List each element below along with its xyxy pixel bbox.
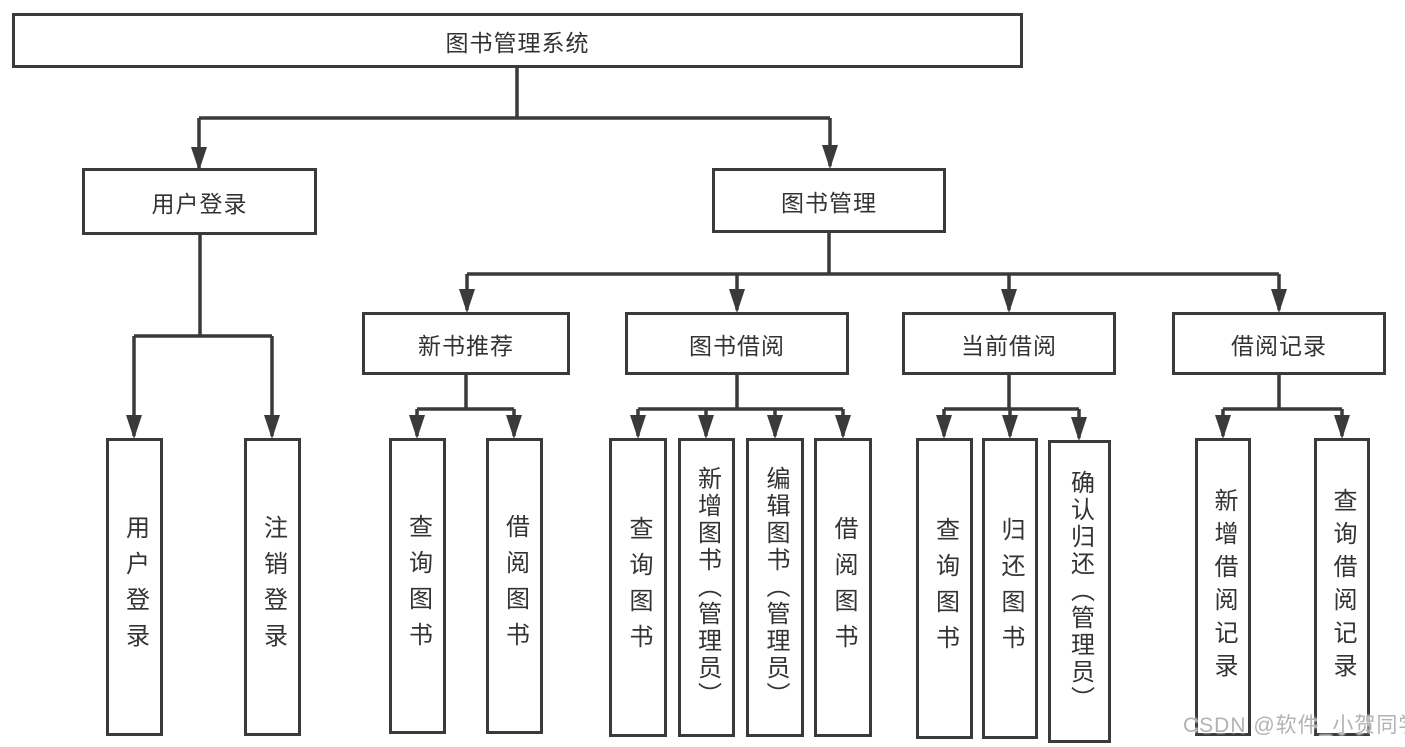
leaf-br-query-record-label: 查询借阅记录 bbox=[1329, 488, 1356, 686]
leaf-cb-return-books: 归还图书 bbox=[982, 438, 1038, 739]
node-current-borrowing: 当前借阅 bbox=[902, 312, 1116, 375]
leaf-br-query-record: 查询借阅记录 bbox=[1314, 438, 1370, 736]
node-user-login-label: 用户登录 bbox=[151, 190, 248, 217]
leaf-bb-add-books-label: 新增图书（管理员） bbox=[693, 466, 721, 709]
node-book-management: 图书管理 bbox=[712, 168, 946, 233]
leaf-bb-edit-books: 编辑图书（管理员） bbox=[746, 438, 804, 737]
leaf-cb-return-books-label: 归还图书 bbox=[997, 516, 1024, 661]
leaf-cb-confirm-return-label: 确认归还（管理员） bbox=[1066, 470, 1094, 713]
node-root: 图书管理系统 bbox=[12, 13, 1023, 68]
leaf-cb-query-books: 查询图书 bbox=[916, 438, 973, 739]
leaf-nbr-query-books-label: 查询图书 bbox=[404, 514, 432, 658]
leaf-bb-query-books: 查询图书 bbox=[609, 438, 667, 737]
edge-root-to-level2 bbox=[191, 68, 838, 171]
node-book-borrowing: 图书借阅 bbox=[625, 312, 849, 375]
leaf-bb-add-books: 新增图书（管理员） bbox=[678, 438, 735, 737]
edge-newbook-to-leaves bbox=[409, 375, 522, 439]
leaf-bb-borrow-books-label: 借阅图书 bbox=[830, 515, 857, 660]
node-new-book-recommend: 新书推荐 bbox=[362, 312, 570, 375]
leaf-br-add-record-label: 新增借阅记录 bbox=[1210, 488, 1237, 686]
leaf-nbr-borrow-books-label: 借阅图书 bbox=[501, 514, 529, 658]
leaf-bb-query-books-label: 查询图书 bbox=[625, 515, 652, 660]
leaf-logout: 注销登录 bbox=[244, 438, 301, 736]
leaf-br-add-record: 新增借阅记录 bbox=[1195, 438, 1251, 736]
leaf-nbr-query-books: 查询图书 bbox=[389, 438, 446, 734]
leaf-bb-borrow-books: 借阅图书 bbox=[814, 438, 872, 737]
leaf-bb-edit-books-label: 编辑图书（管理员） bbox=[762, 466, 789, 709]
leaf-cb-query-books-label: 查询图书 bbox=[931, 516, 959, 661]
edge-currentborrow-to-leaves bbox=[936, 375, 1087, 441]
node-new-book-recommend-label: 新书推荐 bbox=[418, 332, 514, 359]
leaf-nbr-borrow-books: 借阅图书 bbox=[486, 438, 543, 734]
edge-borrowing-to-leaves bbox=[630, 375, 851, 439]
node-borrowing-records-label: 借阅记录 bbox=[1231, 332, 1327, 359]
edge-records-to-leaves bbox=[1215, 375, 1350, 439]
edge-userlogin-to-leaves bbox=[126, 235, 280, 439]
leaf-cb-confirm-return: 确认归还（管理员） bbox=[1048, 440, 1111, 743]
node-user-login: 用户登录 bbox=[82, 168, 317, 235]
leaf-user-login: 用户登录 bbox=[106, 438, 163, 736]
node-root-label: 图书管理系统 bbox=[445, 29, 590, 56]
leaf-user-login-label: 用户登录 bbox=[121, 515, 149, 659]
node-borrowing-records: 借阅记录 bbox=[1172, 312, 1386, 375]
node-book-management-label: 图书管理 bbox=[781, 189, 877, 216]
leaf-logout-label: 注销登录 bbox=[259, 515, 287, 659]
node-current-borrowing-label: 当前借阅 bbox=[961, 332, 1057, 359]
edge-bookmgmt-to-level3 bbox=[459, 233, 1287, 313]
node-book-borrowing-label: 图书借阅 bbox=[689, 332, 785, 359]
csdn-watermark: CSDN @软件_小贺同学 bbox=[1183, 714, 1405, 737]
